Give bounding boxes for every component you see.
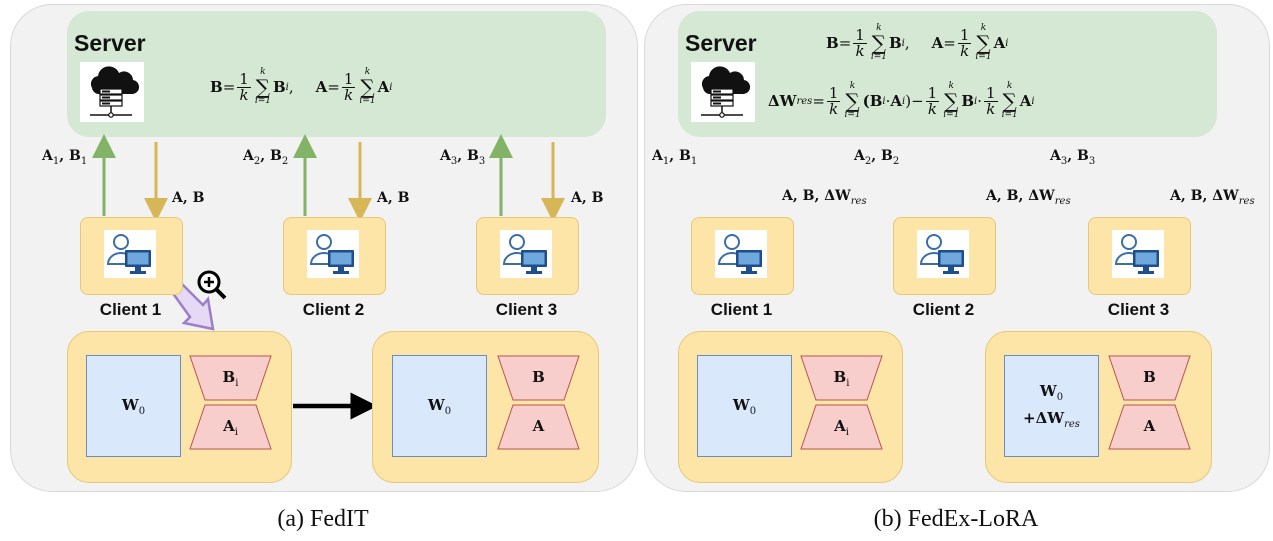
- client-label: Client 1: [710, 300, 773, 319]
- frozen-weights-box: W0: [86, 355, 181, 457]
- upload-label: A2, B2: [854, 148, 900, 167]
- lora-b-matrix: Bi: [189, 355, 272, 401]
- client-label: Client 2: [912, 300, 975, 319]
- server-box: [678, 11, 1217, 137]
- download-label: A, B: [172, 190, 205, 206]
- client-label: Client 3: [1107, 300, 1170, 319]
- server-title: Server: [685, 30, 757, 56]
- client-label: Client 1: [99, 300, 162, 319]
- updated-weights-box: W0 +ΔWres: [1004, 355, 1099, 457]
- user-computer-icon: [1112, 230, 1164, 278]
- download-label: A, B, ΔWres: [782, 188, 867, 207]
- user-computer-icon: [500, 230, 552, 278]
- cloud-server-icon: [691, 62, 755, 122]
- upload-label: A2, B2: [243, 148, 289, 167]
- zoom-in-icon: [197, 270, 227, 300]
- upload-label: A1, B1: [42, 148, 88, 167]
- download-label: A, B, ΔWres: [1170, 188, 1255, 207]
- download-label: A, B: [377, 190, 410, 206]
- download-label: A, B: [571, 190, 604, 206]
- client-label: Client 2: [302, 300, 365, 319]
- lora-a-matrix: Ai: [189, 404, 272, 450]
- caption: (a) FedIT: [277, 506, 369, 532]
- lora-a-matrix: Ai: [800, 404, 883, 450]
- lora-b-matrix: B: [1108, 355, 1191, 401]
- frozen-weights-box: W0: [392, 355, 487, 457]
- download-label: A, B, ΔWres: [986, 188, 1071, 207]
- lora-b-matrix: Bi: [800, 355, 883, 401]
- client-label: Client 3: [495, 300, 558, 319]
- user-computer-icon: [307, 230, 359, 278]
- user-computer-icon: [917, 230, 969, 278]
- frozen-weights-box: W0: [697, 355, 792, 457]
- server-title: Server: [74, 30, 146, 56]
- lora-b-matrix: B: [497, 355, 580, 401]
- user-computer-icon: [715, 230, 767, 278]
- hollow-arrow-icon: [170, 281, 215, 331]
- cloud-server-icon: [80, 62, 144, 122]
- upload-label: A3, B3: [1050, 148, 1096, 167]
- upload-label: A1, B1: [652, 148, 698, 167]
- lora-a-matrix: A: [1108, 404, 1191, 450]
- upload-label: A3, B3: [440, 148, 486, 167]
- user-computer-icon: [104, 230, 156, 278]
- server-box: [67, 11, 606, 137]
- lora-a-matrix: A: [497, 404, 580, 450]
- caption: (b) FedEx-LoRA: [873, 506, 1039, 532]
